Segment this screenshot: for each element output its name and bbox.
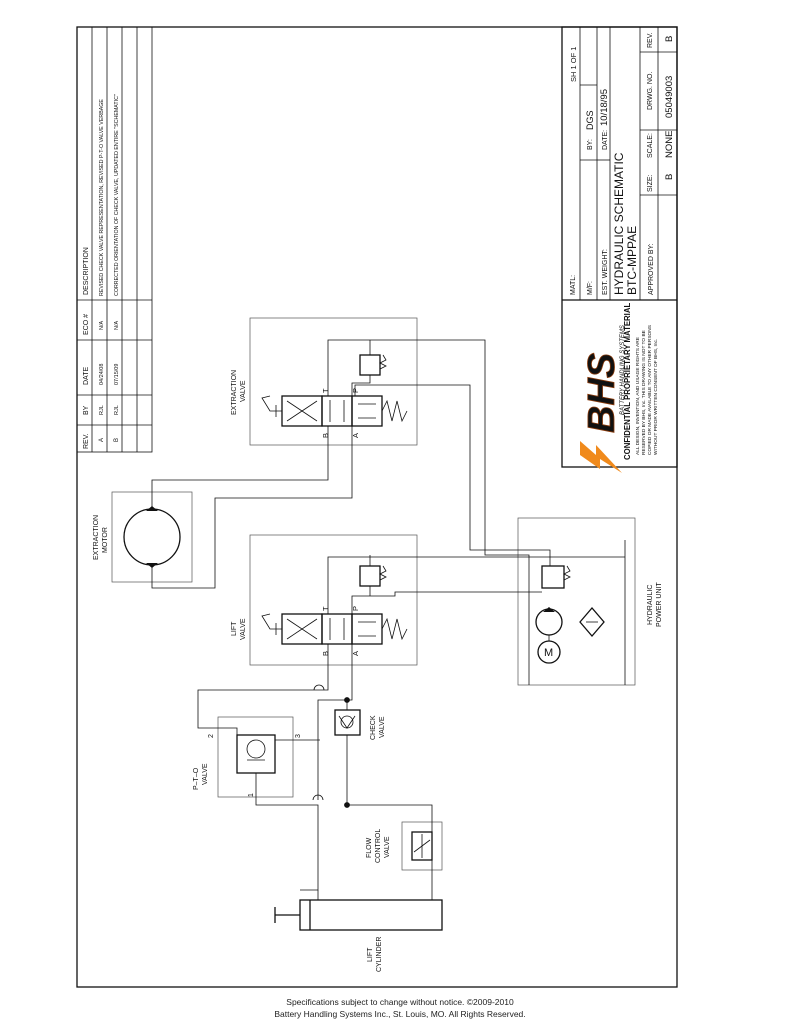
matl-label: MATL:: [570, 275, 577, 295]
flow-control-valve: FLOW CONTROL VALVE: [366, 821, 443, 871]
hydraulic-power-unit-label-2: POWER UNIT: [656, 582, 663, 627]
rev-row-b-description: CORRECTED ORIENTATION OF CHECK VALVE, UP…: [114, 94, 120, 296]
confidential-notice-line-2: RESERVED BY BHS, Inc. THIS DRAWING IS NO…: [641, 330, 647, 455]
lift-cylinder-label-2: CYLINDER: [376, 937, 383, 972]
hydraulic-lines: [151, 339, 625, 900]
extraction-port-a: A: [351, 433, 360, 438]
pto-valve: 1 2 3 P–T–O VALVE: [193, 716, 302, 798]
extraction-motor: EXTRACTION MOTOR: [93, 491, 193, 583]
approved-by-label: APPROVED BY:: [648, 243, 655, 295]
extraction-motor-label-2: MOTOR: [102, 527, 109, 553]
by-label: BY:: [587, 139, 594, 150]
rev-row-b-eco: N/A: [114, 321, 120, 331]
rev-row-b-rev: B: [114, 438, 120, 442]
date-label: DATE:: [602, 130, 609, 150]
footer-line-2: Battery Handling Systems Inc., St. Louis…: [274, 1009, 526, 1019]
scale-value: NONE: [664, 131, 675, 158]
lift-valve-label-2: VALVE: [240, 618, 247, 640]
drawing-title-line-2: BTC-MPPAE: [625, 226, 639, 295]
check-valve: CHECK VALVE: [334, 709, 386, 740]
drawing-number-label: DRWG. NO.: [647, 72, 654, 110]
confidential-heading: CONFIDENTIAL PROPRIETARY MATERIAL: [623, 303, 632, 460]
title-block: SH 1 OF 1 MATL: M/F: BY: DGS EST. WEIGHT…: [561, 26, 678, 473]
lift-port-t: T: [321, 606, 330, 611]
mf-label: M/F:: [587, 281, 594, 295]
drawing-title-line-1: HYDRAULIC SCHEMATIC: [612, 152, 626, 295]
extraction-port-t: T: [321, 388, 330, 393]
rev-row-a-rev: A: [99, 438, 105, 442]
date-header: DATE: [83, 367, 90, 385]
by-value: DGS: [585, 110, 595, 130]
extraction-motor-label-1: EXTRACTION: [93, 515, 100, 560]
lift-port-a: A: [351, 651, 360, 656]
by-header: BY: [83, 405, 90, 415]
lift-port-p: P: [351, 606, 360, 611]
revision-table: REV. BY DATE ECO # DESCRIPTION A RJL 04/…: [76, 26, 153, 453]
scale-label: SCALE:: [647, 133, 654, 158]
flow-control-label-2: CONTROL: [375, 829, 382, 863]
extraction-valve-label-2: VALVE: [240, 380, 247, 402]
rev-header: REV.: [83, 433, 90, 449]
confidential-notice-line-4: WITHOUT PRIOR WRITTEN CONSENT OF BHS, In…: [653, 339, 659, 455]
date-value: 10/18/95: [599, 89, 610, 126]
logo-tagline: BATTERY HANDLING SYSTEMS: [620, 325, 626, 415]
pto-valve-label-2: VALVE: [202, 763, 209, 785]
pto-valve-label-1: P–T–O: [193, 767, 200, 790]
confidential-notice-line-3: COPIED OR MADE AVAILABLE TO ANY OTHER PE…: [647, 325, 653, 455]
footer-line-1: Specifications subject to change without…: [286, 997, 514, 1007]
extraction-port-p: P: [351, 388, 360, 393]
description-header: DESCRIPTION: [83, 247, 90, 295]
flow-control-label-1: FLOW: [366, 837, 373, 858]
check-valve-label-2: VALVE: [379, 716, 386, 738]
eco-header: ECO #: [83, 314, 90, 335]
lift-valve-label-1: LIFT: [231, 621, 238, 636]
lift-cylinder: LIFT CYLINDER: [274, 899, 443, 972]
check-valve-label-1: CHECK: [370, 715, 377, 740]
confidential-notice-line-1: ALL DESIGN, INVENTION, AND USAGE RIGHTS …: [635, 337, 641, 455]
extraction-valve: B T A P EXTRACTION VALVE: [231, 317, 418, 446]
logo-text: BHS: [581, 353, 623, 433]
drawing-border: [76, 26, 678, 988]
size-value: B: [664, 174, 675, 180]
hydraulic-power-unit: M HYDRAULIC POWER UNIT: [517, 517, 663, 686]
lift-cylinder-label-1: LIFT: [367, 947, 374, 962]
rev-row-a-description: REVISED CHECK VALVE REPRESENTATION, REVI…: [99, 99, 105, 296]
est-weight-label: EST. WEIGHT:: [602, 249, 609, 295]
extraction-port-b: B: [321, 433, 330, 438]
pto-port-3: 3: [295, 734, 302, 738]
rev-row-a-eco: N/A: [99, 321, 105, 331]
motor-symbol-label: M: [544, 647, 553, 659]
flow-control-label-3: VALVE: [384, 836, 391, 858]
lift-valve: B T A P LIFT VALVE: [231, 534, 418, 666]
rev-row-a-date: 04/24/08: [99, 364, 105, 385]
lift-port-b: B: [321, 651, 330, 656]
pto-port-1: 1: [248, 793, 255, 797]
bhs-logo: BHS BATTERY HANDLING SYSTEMS: [580, 325, 626, 473]
rev-row-b-date: 07/15/09: [114, 364, 120, 385]
rev-row-b-by: RJL: [114, 405, 120, 415]
sheet-number: SH 1 OF 1: [569, 47, 578, 82]
drawing-number-value: 05049003: [664, 76, 675, 118]
size-label: SIZE:: [647, 174, 654, 192]
revision-label: REV.: [647, 32, 654, 48]
pto-port-2: 2: [208, 734, 215, 738]
hydraulic-power-unit-label-1: HYDRAULIC: [647, 585, 654, 625]
rev-row-a-by: RJL: [99, 405, 105, 415]
revision-value: B: [664, 36, 675, 42]
extraction-valve-label-1: EXTRACTION: [231, 370, 238, 415]
